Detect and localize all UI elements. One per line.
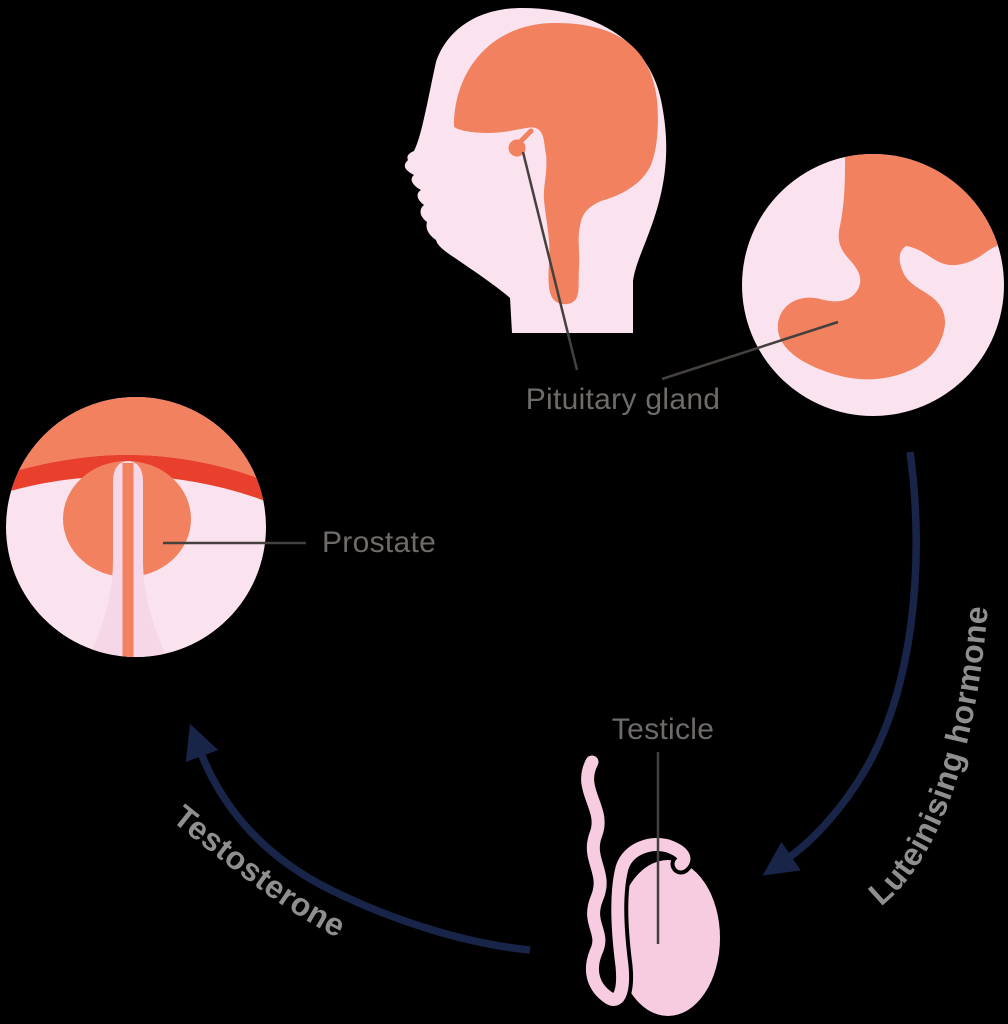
testicle-oval <box>616 860 720 1016</box>
pituitary-circle-pointer-line <box>661 320 839 381</box>
testosterone-arrow <box>185 723 531 954</box>
urethra-lumen <box>122 463 134 657</box>
bladder-wall-band <box>6 454 266 504</box>
prostate-label: Prostate <box>322 526 436 559</box>
brain-shape <box>454 23 658 305</box>
testicle-label: Testicle <box>612 713 714 746</box>
prostate-zoom-circle <box>6 397 266 657</box>
testicle-illustration <box>577 751 720 1016</box>
head-illustration <box>404 8 667 333</box>
pituitary-head-pointer-line <box>521 151 579 371</box>
testosterone-label-text: Testosterone <box>167 798 351 945</box>
pituitary-stalk <box>517 128 534 145</box>
luteinising-hormone-label: Luteinising hormone <box>862 604 995 912</box>
testosterone-label: Testosterone <box>167 798 352 945</box>
pituitary-closeup-shape <box>777 154 1004 380</box>
pituitary-zoom-circle <box>742 154 1004 416</box>
luteinising-hormone-arrow <box>762 451 920 876</box>
luteinising-hormone-label-text: Luteinising hormone <box>862 604 995 912</box>
pituitary-gland-shape <box>508 139 526 157</box>
pituitary-gland-label: Pituitary gland <box>526 383 721 416</box>
epididymis-tube <box>581 755 691 1006</box>
